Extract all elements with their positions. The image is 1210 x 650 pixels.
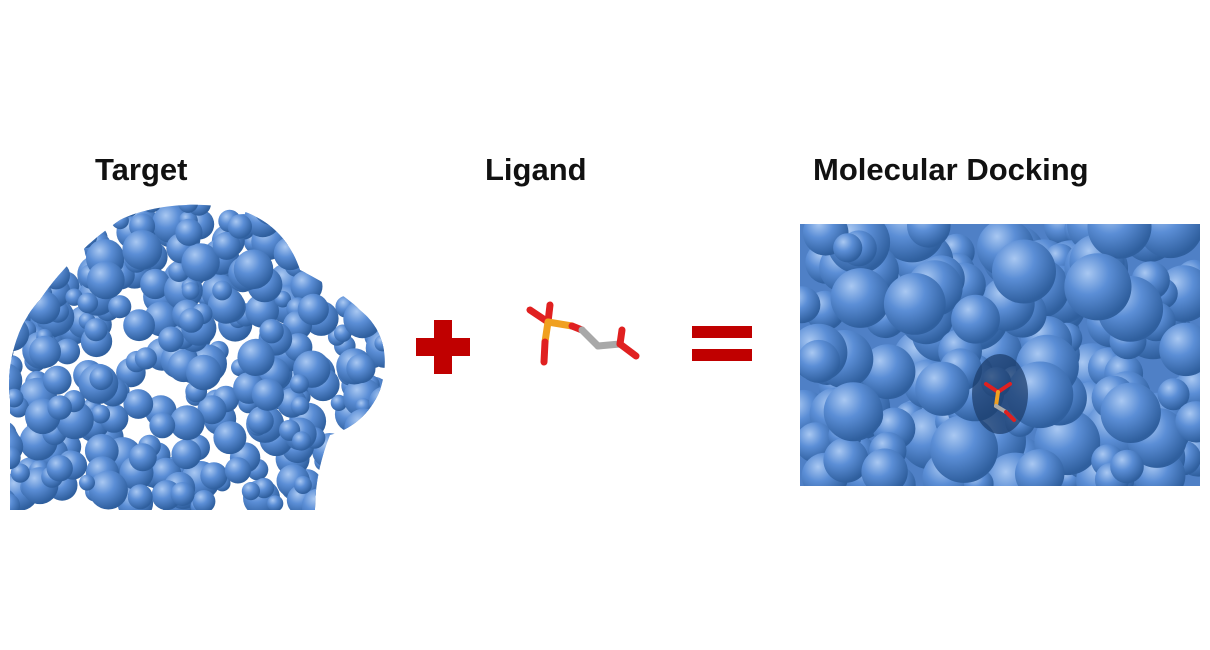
target-label: Target [95, 152, 188, 187]
docked-ligand [984, 382, 1016, 422]
ligand-molecule [526, 301, 640, 366]
molecular-docking-label: Molecular Docking [813, 152, 1089, 187]
equals-icon [692, 326, 752, 361]
plus-icon [416, 320, 470, 374]
docked-complex-surface [800, 224, 1200, 486]
ligand-label: Ligand [485, 152, 587, 187]
target-protein-surface [9, 204, 385, 510]
